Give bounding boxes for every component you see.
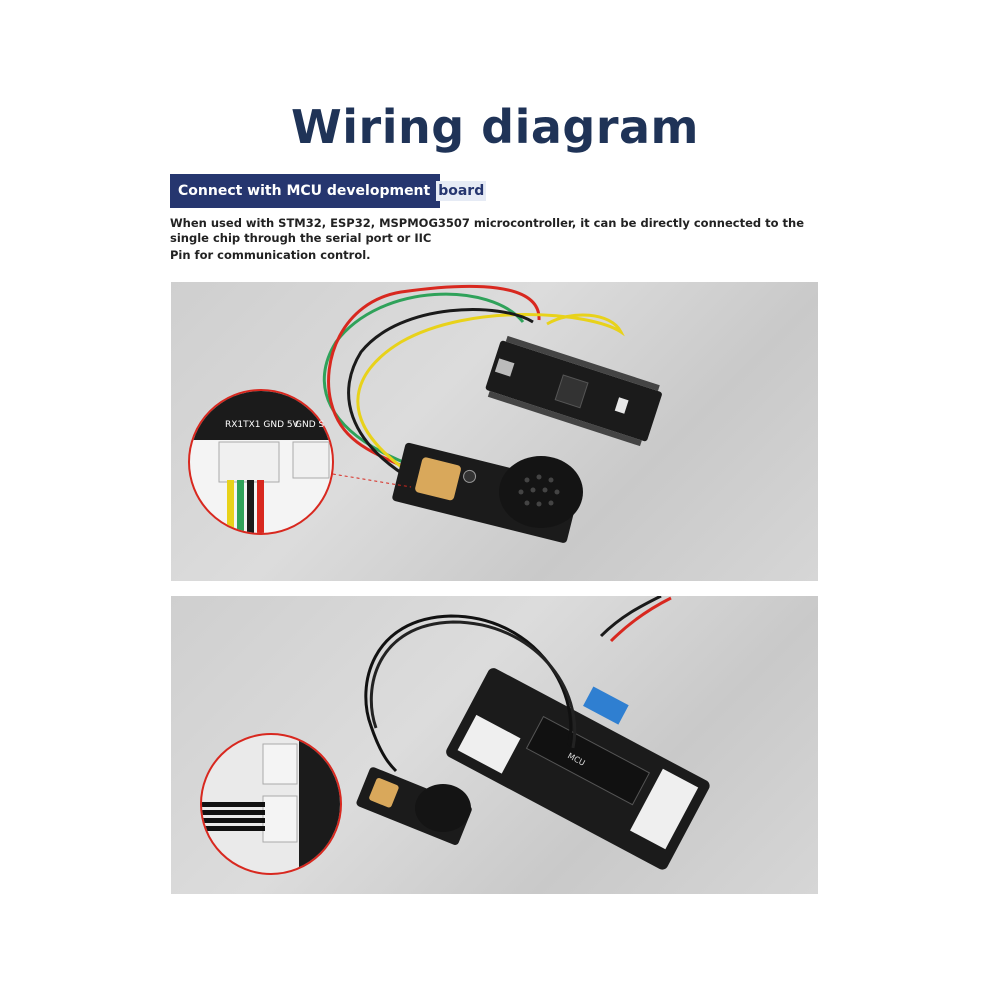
- description-line-2: Pin for communication control.: [170, 248, 371, 262]
- pin-labels: RX1TX1 GND 5V: [225, 420, 300, 430]
- description-line-1: When used with STM32, ESP32, MSPMOG3507 …: [170, 216, 804, 245]
- connector-zoom-inset: [200, 733, 342, 875]
- speaker: [415, 784, 471, 832]
- speaker: [499, 456, 583, 528]
- wiring-photo-serial: RX1TX1 GND 5V GND S: [171, 282, 818, 581]
- section-badge-tail: board: [436, 181, 487, 201]
- wiring-photo-iic: MCU: [171, 596, 818, 894]
- connector-zoom-inset: RX1TX1 GND 5V GND S: [188, 389, 334, 535]
- wiring-illustration-1: RX1TX1 GND 5V GND S: [188, 284, 662, 543]
- mcu-board: [485, 335, 662, 447]
- page-title: Wiring diagram: [291, 100, 699, 154]
- pin-labels-right: GND S: [295, 420, 324, 430]
- expansion-board: MCU: [446, 668, 710, 870]
- section-heading: Connect with MCU development board: [170, 174, 487, 208]
- section-badge: Connect with MCU development: [170, 174, 441, 208]
- wiring-illustration-2: MCU: [200, 596, 710, 875]
